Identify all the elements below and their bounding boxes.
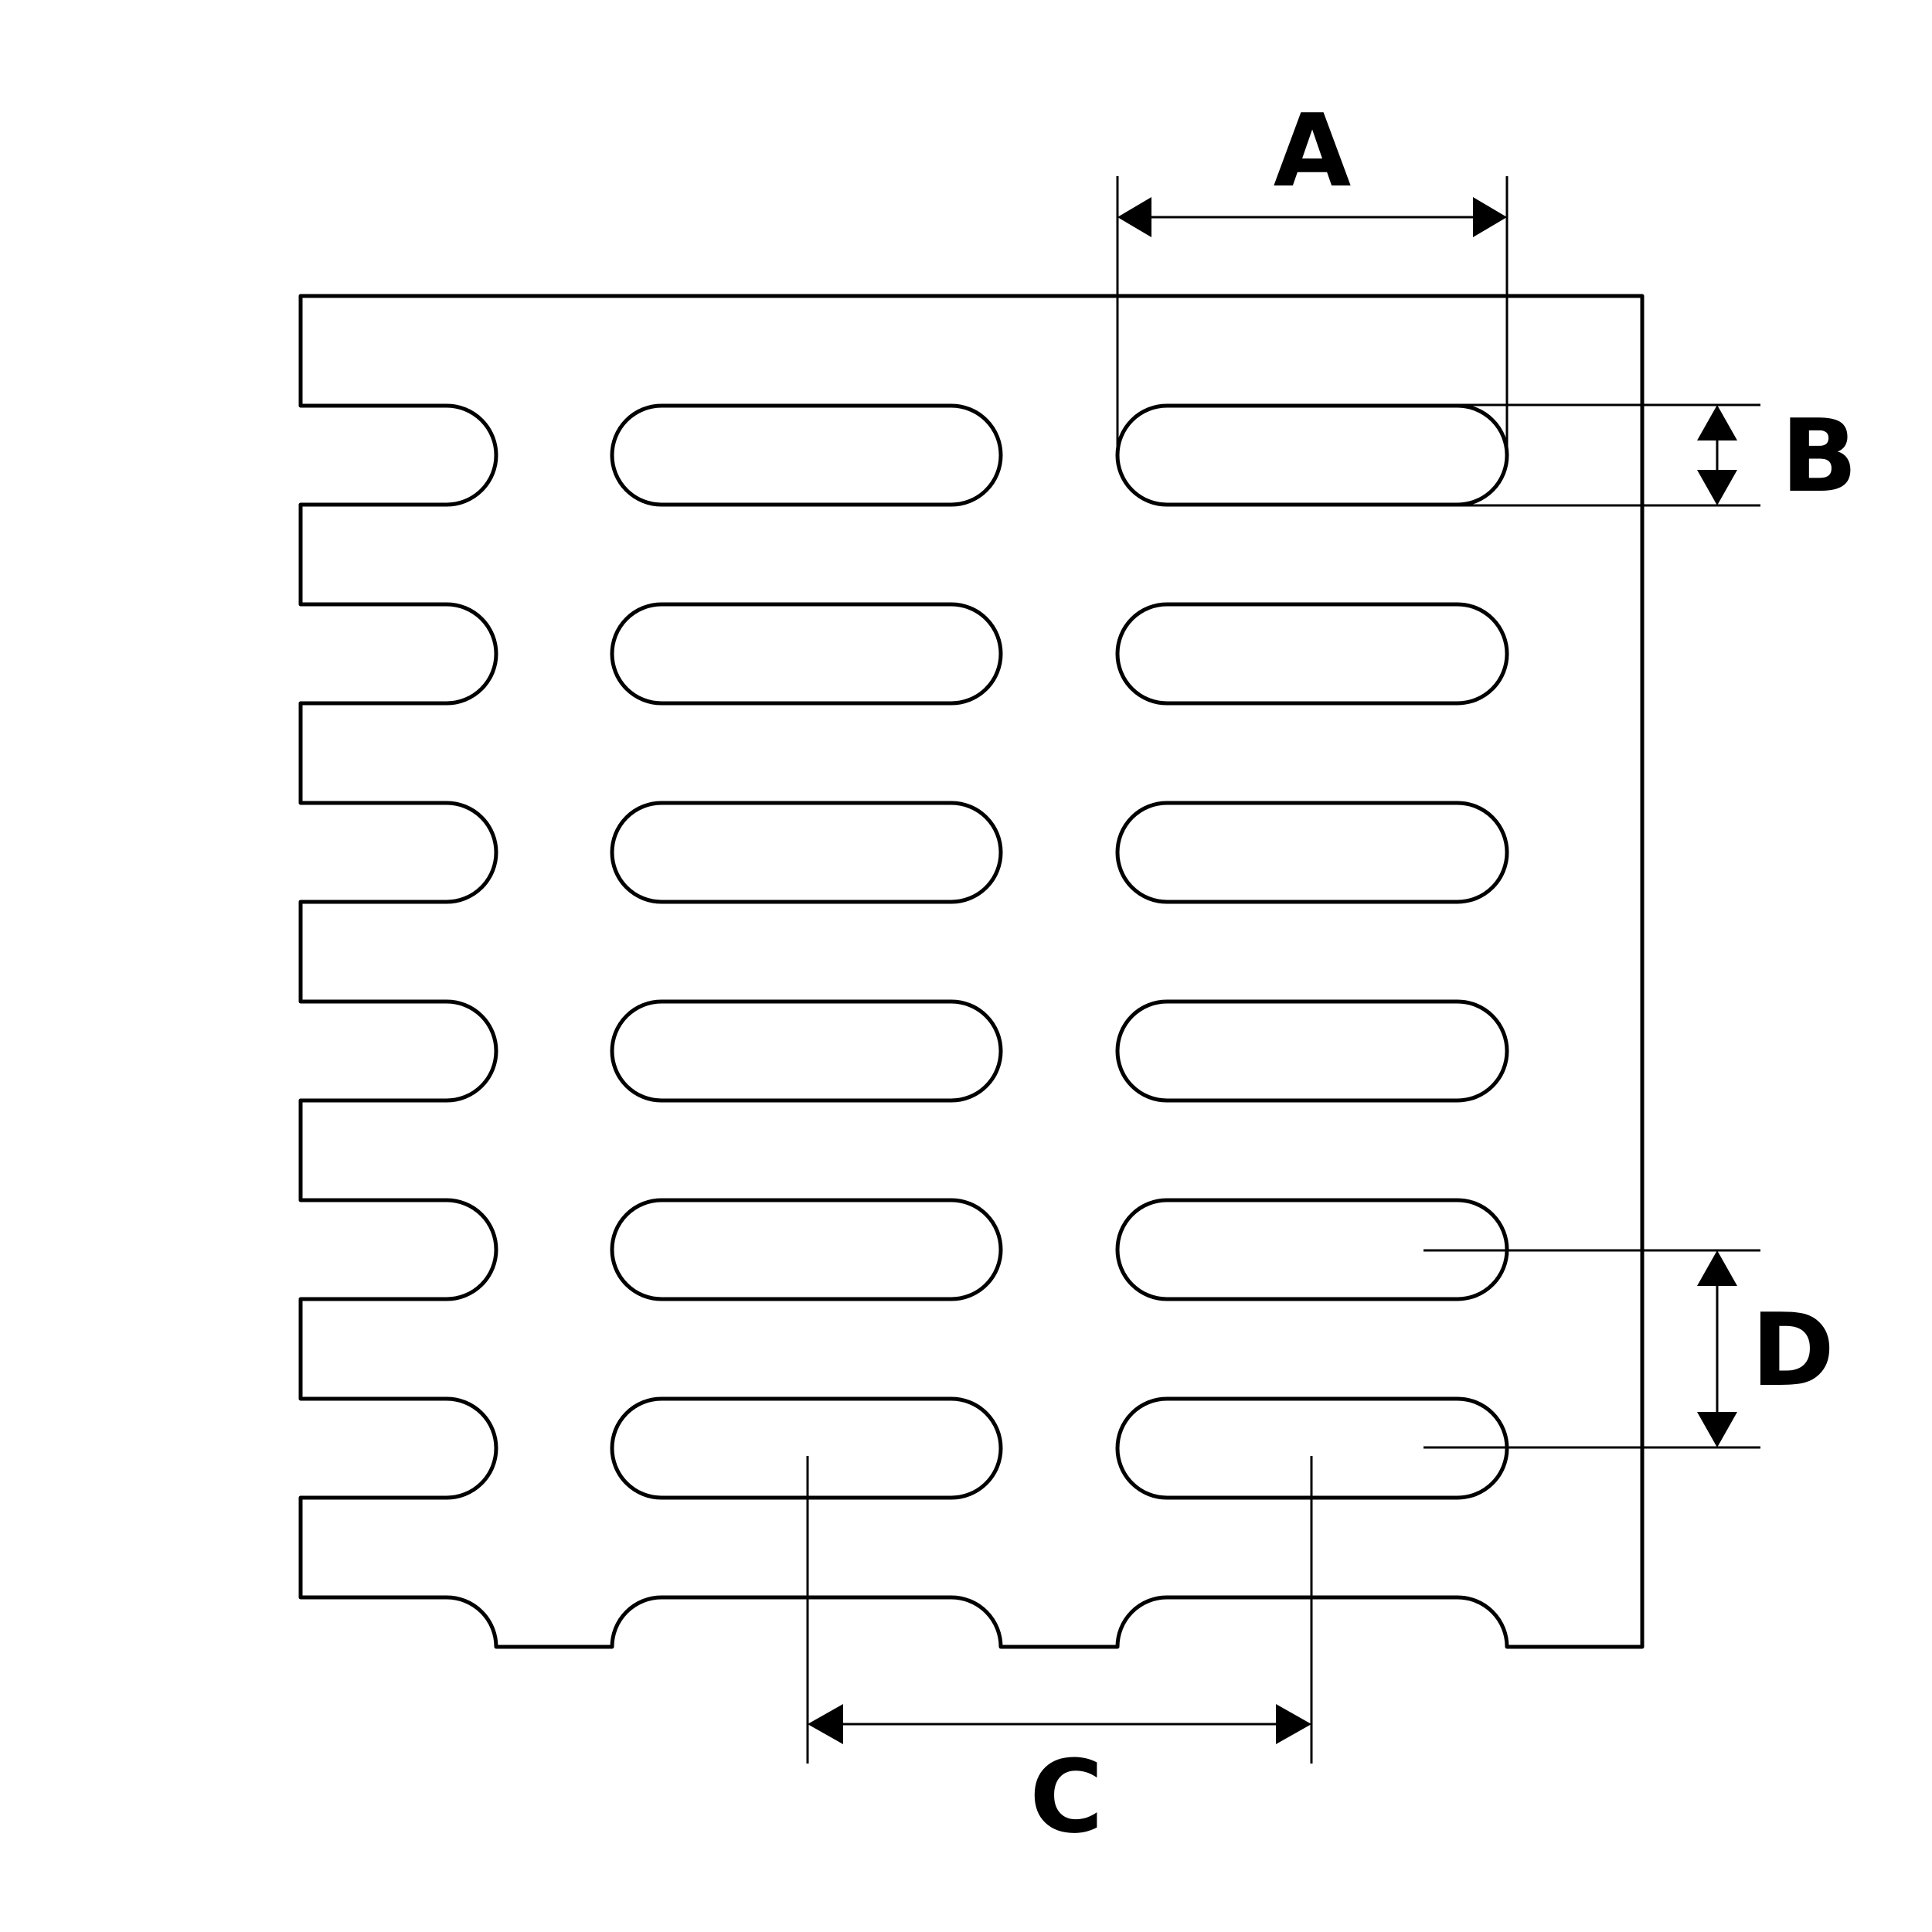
slot xyxy=(1115,1396,1509,1500)
dimension-d-arrow-top xyxy=(1697,1250,1737,1286)
dimension-d-arrow-bottom xyxy=(1697,1412,1737,1447)
dimension-a: A xyxy=(1116,92,1509,456)
slot xyxy=(610,602,1003,706)
slot xyxy=(1115,801,1509,904)
slot xyxy=(610,1198,1003,1301)
dimension-c-arrow-left xyxy=(808,1704,843,1744)
slot-grid xyxy=(610,403,1509,1500)
dimension-b: B xyxy=(1457,397,1858,515)
slot xyxy=(1115,602,1509,706)
slot xyxy=(610,999,1003,1103)
dimension-c-arrow-right xyxy=(1276,1704,1311,1744)
dimension-a-arrow-right xyxy=(1473,197,1507,237)
dimension-d: D xyxy=(1423,1249,1835,1449)
dimension-a-arrow-left xyxy=(1117,197,1151,237)
sheet-outline xyxy=(298,294,1645,1649)
dimension-d-label: D xyxy=(1751,1291,1835,1409)
dimension-a-label: A xyxy=(1274,92,1352,209)
dimension-c: C xyxy=(806,1456,1313,1855)
dimension-c-label: C xyxy=(1029,1738,1103,1855)
slot xyxy=(610,1396,1003,1500)
slot xyxy=(1115,1198,1509,1301)
slot xyxy=(1115,999,1509,1103)
dimension-b-arrow-bottom xyxy=(1697,470,1737,505)
slot xyxy=(610,801,1003,904)
slot xyxy=(1115,403,1509,507)
slot xyxy=(610,403,1003,507)
dimension-b-arrow-top xyxy=(1697,405,1737,440)
dimension-b-label: B xyxy=(1781,397,1857,515)
